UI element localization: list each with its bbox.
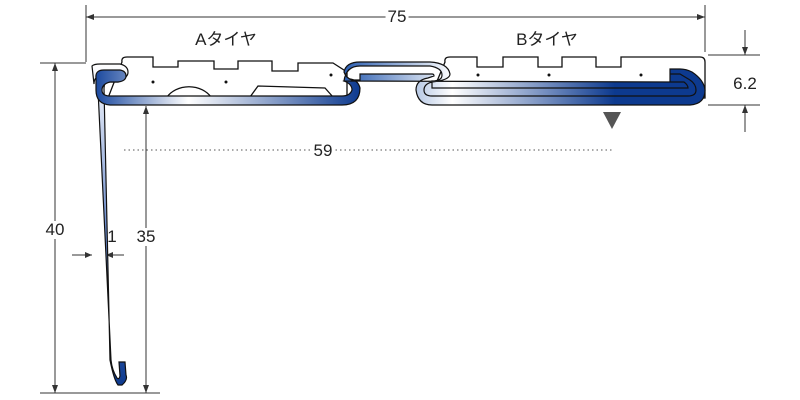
insert-a-label: Aタイヤ bbox=[195, 30, 257, 49]
dimension-height: 6.2 bbox=[733, 74, 757, 93]
datum-triangle-icon bbox=[603, 112, 621, 129]
insert-b-label: Bタイヤ bbox=[516, 30, 578, 49]
tire-insert-a bbox=[107, 56, 348, 99]
dimension-overall-depth: 40 bbox=[43, 220, 67, 239]
dimension-tread-width: 59 bbox=[311, 141, 335, 160]
dimension-arrows bbox=[52, 14, 748, 393]
dimension-thickness: 1 bbox=[107, 227, 117, 246]
dimension-inner-depth: 35 bbox=[134, 227, 158, 246]
metal-profile bbox=[91, 61, 706, 386]
dimension-overall-width: 75 bbox=[385, 7, 409, 26]
